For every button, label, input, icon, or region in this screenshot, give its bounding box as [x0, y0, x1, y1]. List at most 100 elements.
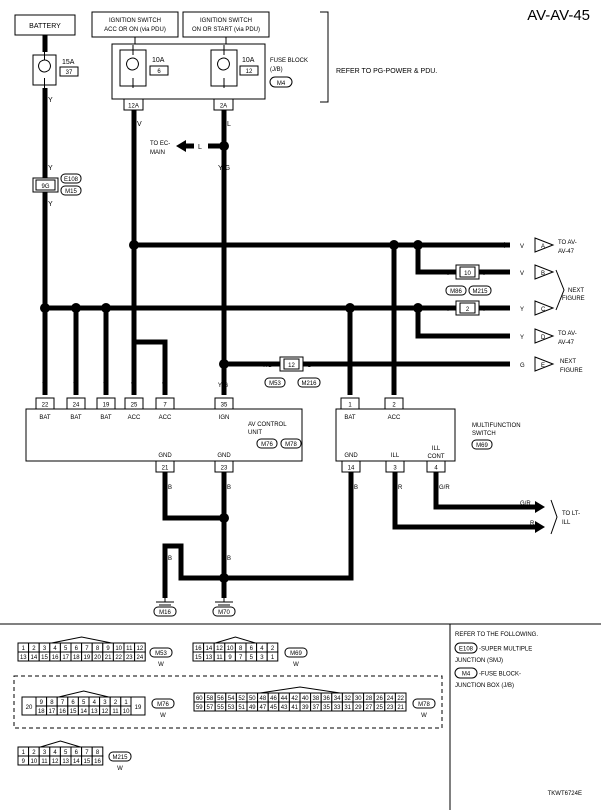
- m78-pin-label: 55: [217, 705, 224, 711]
- svg-text:Y/G: Y/G: [218, 383, 229, 389]
- m215-pin-label: 10: [31, 759, 38, 765]
- svg-text:37: 37: [66, 70, 73, 76]
- output-c: Y C: [520, 300, 555, 316]
- svg-text:(J/B): (J/B): [270, 67, 283, 73]
- conn-2: 2 Y Y: [446, 300, 486, 316]
- m215-pin-label: 15: [84, 759, 91, 765]
- m53-pin: [134, 651, 146, 662]
- m53-pin-label: 9: [106, 646, 110, 652]
- m53-pin-label: 1: [22, 646, 26, 652]
- svg-text:22: 22: [42, 403, 49, 409]
- output-e: G E NEXT FIGURE: [520, 356, 583, 374]
- svg-text:B: B: [541, 271, 545, 277]
- m215-name: M215: [112, 755, 128, 761]
- svg-text:9G: 9G: [41, 184, 49, 190]
- svg-text:B: B: [227, 485, 231, 491]
- m53-pin-label: 16: [52, 655, 59, 661]
- m78-pin-label: 45: [270, 705, 277, 711]
- m53-pin-label: 19: [84, 655, 91, 661]
- m76-pin-label: 6: [71, 700, 75, 706]
- svg-text:TO AV-: TO AV-: [558, 240, 577, 246]
- svg-text:7: 7: [163, 403, 167, 409]
- svg-text:V: V: [162, 383, 166, 389]
- m53-pin-label: 14: [31, 655, 38, 661]
- svg-text:ACC: ACC: [388, 415, 401, 421]
- svg-text:1: 1: [348, 403, 352, 409]
- m69-pin-label: 3: [260, 655, 264, 661]
- m69-pin-label: 2: [271, 646, 275, 652]
- ground-m70: M70: [212, 598, 236, 617]
- m78-pin-label: 23: [387, 705, 394, 711]
- refer-box: REFER TO THE FOLLOWING. E108 -SUPER MULT…: [454, 632, 538, 689]
- m78-pin-label: 53: [228, 705, 235, 711]
- m53-tag: [149, 647, 173, 658]
- svg-text:ACC: ACC: [159, 415, 172, 421]
- svg-text:JUNCTION BOX (J/B): JUNCTION BOX (J/B): [455, 683, 514, 689]
- m53-pin-label: 10: [115, 646, 122, 652]
- svg-text:IGN: IGN: [219, 415, 230, 421]
- ground-m16: M16: [153, 598, 177, 617]
- svg-text:GND: GND: [217, 453, 231, 459]
- av-control-unit: 22 BAT 24 BAT 19 BAT 25 ACC 7 ACC 35 IGN…: [25, 397, 303, 473]
- svg-text:E108: E108: [459, 647, 474, 653]
- svg-text:Y: Y: [520, 307, 524, 313]
- ignition-on-label: IGNITION SWITCH ON OR START (via PDU): [182, 11, 270, 38]
- m76-pin-label: 18: [38, 709, 45, 715]
- m78-pin-label: 59: [196, 705, 203, 711]
- svg-text:23: 23: [221, 466, 228, 472]
- svg-text:Y/G: Y/G: [262, 363, 273, 369]
- m53-pin-label: 17: [62, 655, 69, 661]
- svg-text:GND: GND: [158, 453, 172, 459]
- m53-pin-label: 6: [75, 646, 79, 652]
- svg-text:CONT: CONT: [428, 454, 445, 460]
- m53-name: M53: [155, 651, 167, 657]
- page-code: AV-AV-45: [527, 7, 590, 24]
- dashed-group: [13, 675, 443, 729]
- m78-pin: [394, 701, 407, 712]
- svg-text:R: R: [530, 521, 535, 527]
- svg-text:BAT: BAT: [100, 415, 112, 421]
- svg-text:TO AV-: TO AV-: [558, 331, 577, 337]
- m53-pin-label: 3: [43, 646, 47, 652]
- m76-pin-label: 1: [124, 700, 128, 706]
- m78-pin-label: 30: [355, 696, 362, 702]
- svg-text:FIGURE: FIGURE: [562, 296, 585, 302]
- m215-pin-label: 2: [32, 750, 36, 756]
- svg-text:C: C: [541, 307, 546, 313]
- m78-pin-label: 25: [376, 705, 383, 711]
- svg-text:4: 4: [434, 466, 438, 472]
- svg-text:AV-47: AV-47: [558, 340, 575, 346]
- svg-text:GND: GND: [344, 453, 358, 459]
- svg-text:ACC: ACC: [128, 415, 141, 421]
- m53-pin-label: 20: [94, 655, 101, 661]
- output-b: V B: [520, 264, 555, 280]
- svg-text:FUSE BLOCK: FUSE BLOCK: [270, 58, 308, 64]
- m78-pin-label: 52: [238, 696, 245, 702]
- footer-code: TKWT6724E: [548, 791, 582, 797]
- svg-text:SWITCH: SWITCH: [472, 431, 496, 437]
- m69-pin-label: 8: [239, 646, 243, 652]
- m215-pin-label: 6: [75, 750, 79, 756]
- m69-pin-label: 4: [260, 646, 264, 652]
- svg-text:V: V: [482, 271, 486, 277]
- m69-pin-label: 9: [228, 655, 232, 661]
- m76-pin-label: 14: [80, 709, 87, 715]
- svg-text:2: 2: [466, 307, 470, 313]
- m76-pin-label: 10: [123, 709, 130, 715]
- m69-color: W: [293, 662, 299, 668]
- svg-text:2A: 2A: [220, 104, 227, 110]
- m69-pin-label: 10: [227, 646, 234, 652]
- m215-color: W: [117, 766, 123, 772]
- output-d: Y D TO AV- AV-47: [520, 328, 577, 346]
- svg-text:15A: 15A: [62, 59, 75, 66]
- svg-text:19: 19: [103, 403, 110, 409]
- m78-pin-label: 58: [207, 696, 214, 702]
- m78-pin-label: 43: [281, 705, 288, 711]
- m215-pin-label: 9: [22, 759, 26, 765]
- m76-pin-label: 16: [59, 709, 66, 715]
- svg-text:M4: M4: [277, 81, 286, 87]
- m69-pin-label: 16: [195, 646, 202, 652]
- svg-text:UNIT: UNIT: [248, 430, 262, 436]
- m78-name: M78: [418, 702, 430, 708]
- m53-pin-label: 13: [20, 655, 27, 661]
